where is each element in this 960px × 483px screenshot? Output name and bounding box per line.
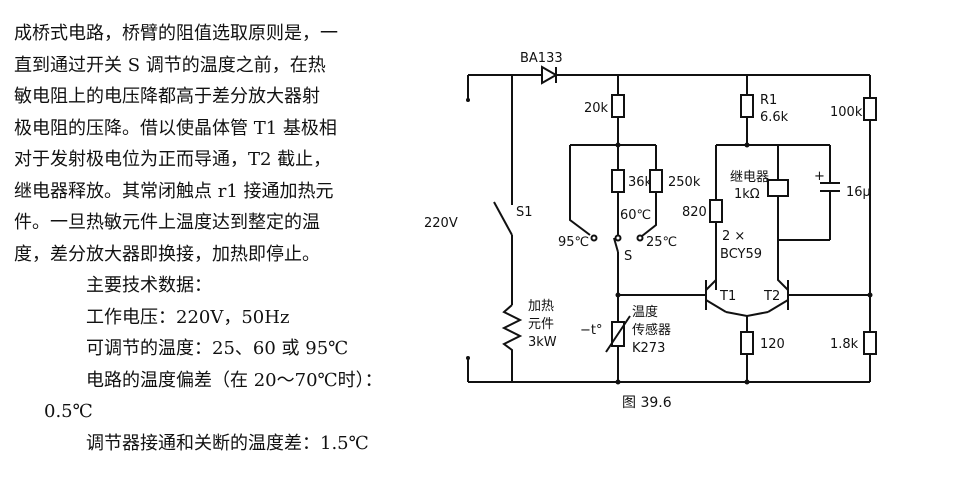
- body-line: 极电阻的压降。借以使晶体管 T1 基极相: [14, 117, 337, 139]
- switch-s-label: S: [624, 249, 632, 264]
- r1-label: R1: [760, 93, 777, 108]
- circuit-diagram: 220V BA133 S1 加热 元件 3kW 20k 36k 250k 60℃…: [424, 51, 877, 385]
- sensor-label: 温度: [632, 304, 658, 320]
- cap-plus: +: [814, 169, 825, 184]
- body-line: 继电器释放。其常闭触点 r1 接通加热元: [14, 180, 334, 202]
- r1-value: 6.6k: [760, 110, 789, 125]
- sensor-t-label: −t°: [580, 323, 603, 338]
- figure-caption: 图 39.6: [622, 395, 672, 411]
- body-line: 度，差分放大器即换接，加热即停止。: [14, 243, 320, 265]
- specs-heading: 主要技术数据：: [86, 275, 212, 296]
- diode-symbol: [541, 65, 559, 85]
- temp-95-label: 95℃: [558, 235, 589, 250]
- resistor-1-8k-label: 1.8k: [830, 337, 859, 352]
- temp-25-label: 25℃: [646, 235, 677, 250]
- sensor-label: K273: [632, 341, 665, 356]
- body-line: 直到通过开关 S 调节的温度之前，在热: [14, 54, 326, 76]
- body-text-column: 成桥式电路，桥臂的阻值选取原则是，一 直到通过开关 S 调节的温度之前，在热 敏…: [14, 18, 414, 459]
- resistor-250k-label: 250k: [668, 175, 701, 190]
- selector-switch-s: [613, 237, 619, 253]
- body-line: 成桥式电路，桥臂的阻值选取原则是，一: [14, 23, 338, 44]
- resistor-120-label: 120: [760, 337, 785, 352]
- resistor-120: [740, 331, 754, 355]
- relay-coil: [767, 179, 789, 197]
- heater-label: 加热: [528, 299, 554, 314]
- sensor-label: 传感器: [632, 322, 671, 338]
- capacitor: [820, 182, 840, 192]
- relay-value: 1kΩ: [734, 187, 760, 202]
- body-line: 敏电阻上的电压降都高于差分放大器射: [14, 86, 320, 107]
- t2-label: T2: [763, 289, 780, 304]
- temp-60-label: 60℃: [620, 208, 651, 223]
- switch-s1-label: S1: [516, 205, 533, 220]
- transistor-t1: [705, 279, 727, 313]
- resistor-36k-label: 36k: [628, 175, 653, 190]
- resistor-100k: [863, 97, 877, 121]
- resistor-100k-label: 100k: [830, 105, 863, 120]
- heater-resistor: [501, 304, 523, 382]
- transistor-model: BCY59: [720, 247, 762, 262]
- resistor-20k: [611, 94, 625, 118]
- resistor-1-8k: [863, 331, 877, 355]
- resistor-36k: [611, 169, 625, 193]
- resistor-820: [709, 199, 723, 223]
- spec-deviation-value: 0.5℃: [44, 401, 93, 422]
- resistor-250k: [649, 169, 663, 193]
- body-line: 对于发射极电位为正而导通，T2 截止，: [14, 149, 332, 170]
- resistor-r1: [740, 94, 754, 118]
- spec-temps: 可调节的温度：25、60 或 95℃: [86, 338, 349, 359]
- resistor-20k-label: 20k: [584, 101, 609, 116]
- switch-s1: [493, 201, 513, 236]
- body-line: 件。一旦热敏元件上温度达到整定的温: [14, 212, 320, 233]
- t1-label: T1: [719, 289, 736, 304]
- resistor-820-label: 820: [682, 205, 707, 220]
- transistor-qty: 2 ×: [722, 229, 745, 244]
- heater-label: 3kW: [528, 335, 557, 350]
- cap-label: 16μ: [846, 185, 871, 200]
- spec-deviation: 电路的温度偏差（在 20～70℃时）：: [86, 369, 383, 391]
- supply-label: 220V: [424, 216, 458, 231]
- diode-label: BA133: [520, 51, 563, 66]
- spec-hysteresis: 调节器接通和关断的温度差：1.5℃: [86, 432, 369, 454]
- relay-label: 继电器: [730, 170, 769, 185]
- spec-voltage: 工作电压：220V，50Hz: [86, 306, 290, 328]
- heater-label: 元件: [528, 317, 554, 332]
